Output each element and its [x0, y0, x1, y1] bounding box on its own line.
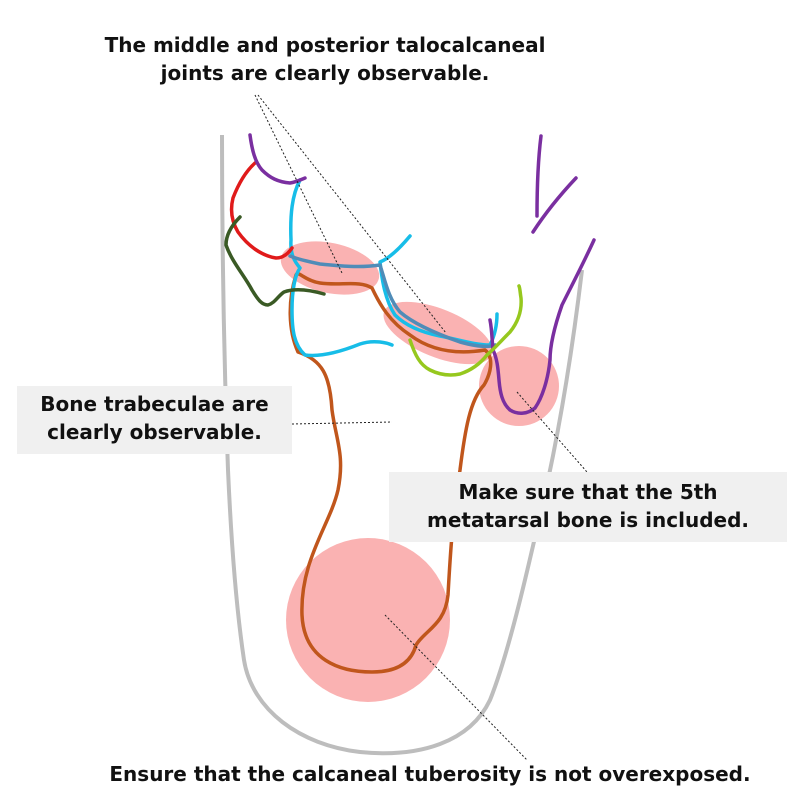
joint-line [288, 254, 497, 349]
calcaneus-contour [288, 272, 493, 674]
metatarsal-line-3 [531, 176, 578, 234]
annotation-trabeculae-line-2: clearly observable. [47, 420, 262, 444]
annotation-metatarsal-line-2: metatarsal bone is included. [427, 508, 749, 532]
annotation-joints-line-1: The middle and posterior talocalcaneal [104, 33, 546, 57]
fifth-metatarsal-contour [488, 238, 596, 415]
annotation-trabeculae-line-1: Bone trabeculae are [40, 392, 269, 416]
navicular-contour [229, 161, 294, 260]
annotation-metatarsal-line-1: Make sure that the 5th [458, 480, 718, 504]
annotation-tuberosity-line-1: Ensure that the calcaneal tuberosity is … [109, 762, 751, 786]
leader-joints-posterior [257, 94, 447, 334]
annotation-tuberosity: Ensure that the calcaneal tuberosity is … [60, 760, 798, 788]
highlight-middle-joint [280, 241, 380, 295]
annotation-joints-line-2: joints are clearly observable. [160, 61, 490, 85]
leader-joints-middle [254, 94, 343, 274]
annotation-trabeculae: Bone trabeculae are clearly observable. [17, 386, 292, 454]
annotation-joints: The middle and posterior talocalcaneal j… [60, 31, 590, 87]
talus-contour [289, 178, 394, 358]
cuboid-edge-contour [224, 215, 326, 307]
leader-trabeculae [291, 421, 393, 425]
metatarsal-line-2 [535, 134, 543, 218]
cuboid-contour [408, 284, 523, 377]
leader-tuberosity [384, 614, 528, 761]
metatarsal-line-1 [248, 133, 307, 185]
leader-metatarsal [516, 391, 588, 473]
annotation-metatarsal: Make sure that the 5th metatarsal bone i… [389, 472, 787, 542]
